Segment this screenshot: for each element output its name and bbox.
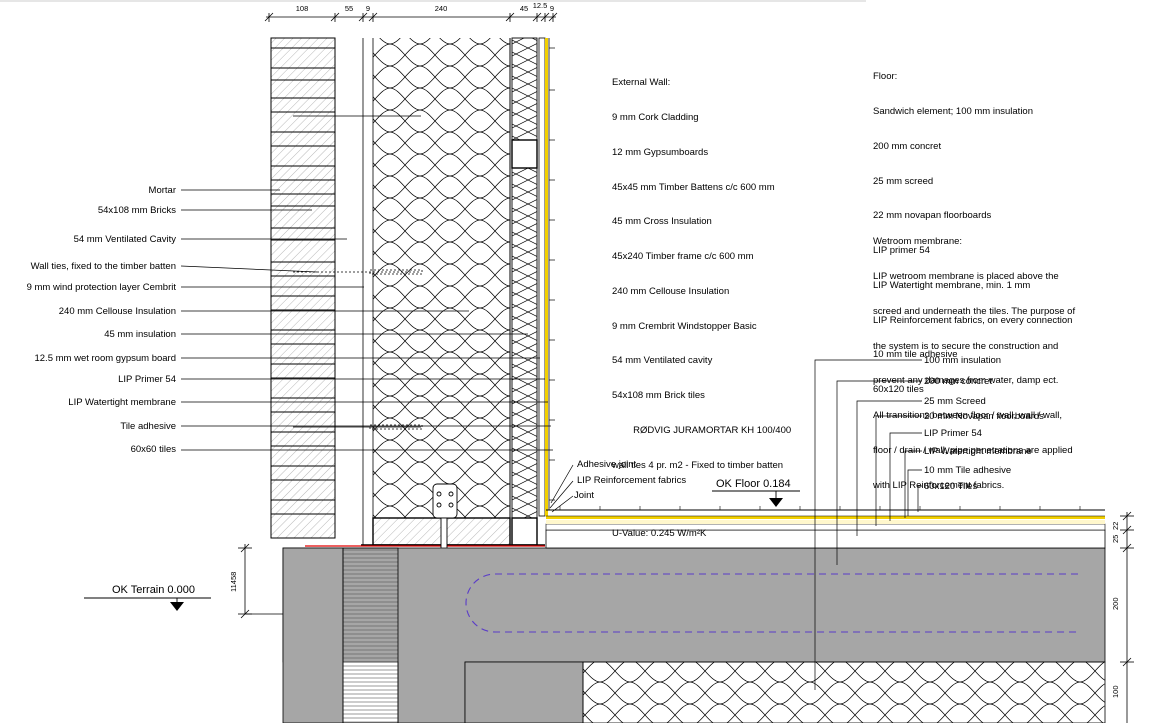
floor-labels: 100 mm insulation 200 mm concret 25 mm S… [924,355,1044,492]
label-floor-primer: LIP Primer 54 [924,428,982,439]
floor-insulation [582,661,1106,723]
label-gypsum: 12.5 mm wet room gypsum board [34,353,176,364]
top-dimension-chain: 108 55 9 240 45 12.5 9 [264,1,558,22]
label-wall-ties: Wall ties, fixed to the timber batten [31,261,176,272]
label-floor-adhesive: 10 mm Tile adhesive [924,465,1011,476]
dim-240: 240 [435,4,448,13]
dim-55: 55 [345,4,353,13]
terrain-level: OK Terrain 0.000 [84,584,211,611]
label-adhesive-joint: Adhesive joint [577,459,637,470]
dim-terrain: 11458 [229,572,238,592]
note-line: 12 mm Gypsumboards [612,146,709,158]
note-line: prevent any damages from water, damp ect… [873,375,1059,387]
note-line: floor / drain / wall, pipe penetrations … [873,444,1073,456]
note-line: 240 mm Cellouse Insulation [612,285,730,297]
floor-level: OK Floor 0.184 [712,478,800,507]
label-cavity: 54 mm Ventilated Cavity [74,234,177,245]
brick-wall [270,37,336,539]
wall-membrane [545,38,548,516]
dim-45: 45 [520,4,528,13]
label-mortar: Mortar [149,185,176,196]
dim-12-5: 12.5 [533,1,548,10]
dim-right-200: 200 [1111,597,1120,610]
note-line: 45x240 Timber frame c/c 600 mm [612,251,754,263]
note-line: 22 mm novapan floorboards [873,210,992,222]
note-line: the system is to secure the construction… [873,340,1059,352]
label-reinforcement: LIP Reinforcement fabrics [577,475,686,486]
terrain-level-label: OK Terrain 0.000 [112,584,195,596]
dim-right-25: 25 [1111,535,1120,543]
left-leaders [180,189,553,451]
floor-level-label: OK Floor 0.184 [716,478,791,490]
label-floor-concret: 200 mm concret [924,376,992,387]
dim-9: 9 [366,4,370,13]
note-line: 25 mm screed [873,175,934,187]
note-line: LIP wetroom membrane is placed above the [873,270,1059,282]
note-line: 9 mm Cork Cladding [612,111,699,123]
label-joint: Joint [574,490,594,501]
external-wall-note: External Wall: 9 mm Cork Cladding 12 mm … [612,54,791,551]
note-line: 10 mm tile adhesive [873,349,958,361]
floor-buildup [545,506,1106,549]
dim-right-100: 100 [1111,685,1120,698]
note-line: External Wall: [612,77,671,89]
label-45mm-insulation: 45 mm insulation [104,329,176,340]
label-primer: LIP Primer 54 [118,374,176,385]
label-tile-adhesive: Tile adhesive [120,421,176,432]
label-membrane: LIP Watertight membrane [68,397,176,408]
dim-right-22: 22 [1111,522,1120,530]
corner-leaders [549,464,574,513]
wetroom-note: Wetroom membrane: LIP wetroom membrane i… [873,213,1075,503]
note-line: with LIP Reinforcement fabrics. [873,479,1005,491]
terrain-dimension [238,543,283,619]
note-line: 200 mm concret [873,140,942,152]
note-line: Sandwich element; 100 mm insulation [873,105,1034,117]
u-value: U-Value: 0.245 W/m²K [612,527,707,539]
label-floor-membrane: LIP Watertight membrane [924,446,1032,457]
note-line: All transitions between floor / wall, wa… [873,410,1063,422]
label-floor-tiles: 60x120 Tiles [924,481,978,492]
heating-pipe [465,573,1078,633]
label-tiles: 60x60 tiles [131,444,177,455]
note-line: RØDVIG JURAMORTAR KH 100/400 [612,425,792,436]
note-line: 54 mm Ventilated cavity [612,355,713,367]
label-floor-screed: 25 mm Screed [924,396,986,407]
label-floor-insulation: 100 mm insulation [924,355,1001,366]
label-bricks: 54x108 mm Bricks [98,205,176,216]
note-line: LIP Watertight membrane, min. 1 mm [873,279,1031,291]
note-line: 45x45 mm Timber Battens c/c 600 mm [612,181,775,193]
left-labels: Mortar 54x108 mm Bricks 54 mm Ventilated… [27,185,177,455]
floor-leaders [814,359,922,690]
note-line: 45 mm Cross Insulation [612,216,712,228]
dim-108: 108 [296,4,309,13]
cross-insulation [511,37,538,546]
note-line: 60x120 tiles [873,384,924,396]
note-line: Wetroom membrane: [873,236,963,248]
label-floor-novapan: 20 mm Novapan floorboards [924,411,1044,422]
note-line: 9 mm Crembrit Windstopper Basic [612,320,757,332]
label-cellouse: 240 mm Cellouse Insulation [59,306,176,317]
label-wind-protection: 9 mm wind protection layer Cembrit [27,282,177,293]
floor-note: Floor: Sandwich element; 100 mm insulati… [873,48,1072,407]
note-line: 54x108 mm Brick tiles [612,390,705,402]
right-dimension-chain [1120,511,1134,723]
note-line: LIP primer 54 [873,245,930,257]
note-line: wall ties 4 pr. m2 - Fixed to timber bat… [612,459,784,471]
note-line: Floor: [873,71,898,83]
cellulose-insulation [373,38,511,518]
dim-9b: 9 [550,4,554,13]
note-line: LIP Reinforcement fabrics, on every conn… [873,314,1073,326]
note-line: screed and underneath the tiles. The pur… [873,305,1076,317]
